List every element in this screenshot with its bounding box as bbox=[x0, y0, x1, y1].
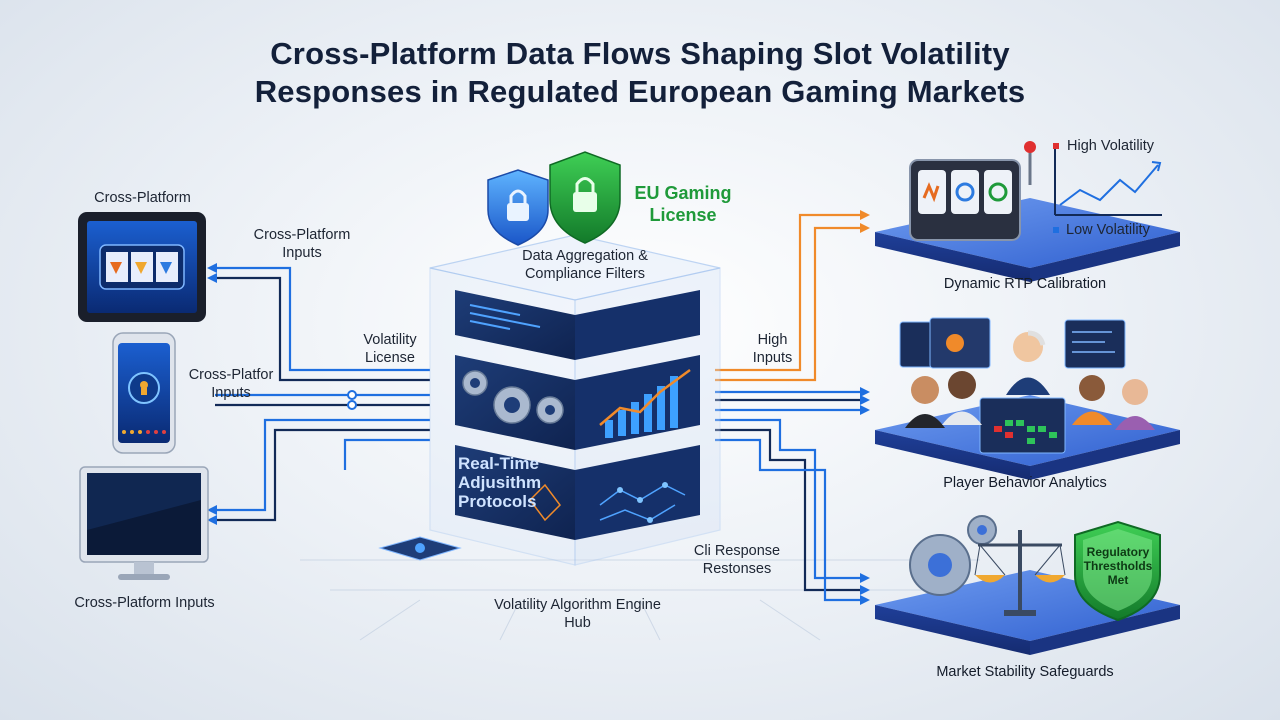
regulatory-badge-text: Regulatory Threstholds Met bbox=[1083, 545, 1153, 587]
engine-label: Volatility Algorithm Engine Hub bbox=[494, 597, 661, 631]
protocols-label: Real-Time Adjusithm Protocols bbox=[458, 454, 542, 511]
monitor-icon bbox=[79, 466, 209, 580]
high-inputs-label: High Inputs bbox=[752, 332, 793, 366]
aggregation-label: Data Aggregation & Compliance Filters bbox=[522, 248, 648, 282]
tablet-flow-label: Cross-Platform Inputs bbox=[253, 227, 351, 261]
hub-cube bbox=[429, 234, 721, 566]
market-title: Market Stability Safeguards bbox=[936, 664, 1114, 680]
players-title: Player Behavior Analytics bbox=[943, 475, 1107, 491]
scales-icon bbox=[974, 530, 1066, 616]
platform-players bbox=[875, 317, 1180, 480]
title-line-1: Cross-Platform Data Flows Shaping Slot V… bbox=[270, 36, 1010, 71]
tablet-label: Cross-Platform bbox=[94, 190, 191, 206]
eu-license-shield-icon bbox=[549, 151, 621, 244]
monitor-label: Cross-Platform Inputs bbox=[74, 595, 215, 611]
rtp-title: Dynamic RTP Calibration bbox=[943, 276, 1107, 292]
shield-badge-icon bbox=[1074, 520, 1161, 622]
low-volatility-label: Low Volatility bbox=[1066, 222, 1150, 238]
people-icons bbox=[905, 330, 1155, 430]
platform-market bbox=[875, 515, 1180, 655]
gear-icon bbox=[909, 515, 997, 596]
platform-rtp bbox=[875, 141, 1180, 282]
response-label: Cli Response Restonses bbox=[693, 543, 781, 577]
slot-machine-icon bbox=[909, 141, 1036, 241]
volatility-license-label: Volatility License bbox=[363, 332, 417, 366]
shield-lock-icon bbox=[487, 169, 549, 246]
phone-flow-label: Cross-Platfor Inputs bbox=[188, 367, 274, 401]
title-line-2: Responses in Regulated European Gaming M… bbox=[254, 74, 1026, 109]
high-volatility-label: High Volatility bbox=[1067, 138, 1155, 154]
tablet-icon bbox=[78, 212, 206, 322]
phone-icon bbox=[112, 332, 176, 454]
eu-license-label: EU Gaming License bbox=[634, 183, 732, 225]
